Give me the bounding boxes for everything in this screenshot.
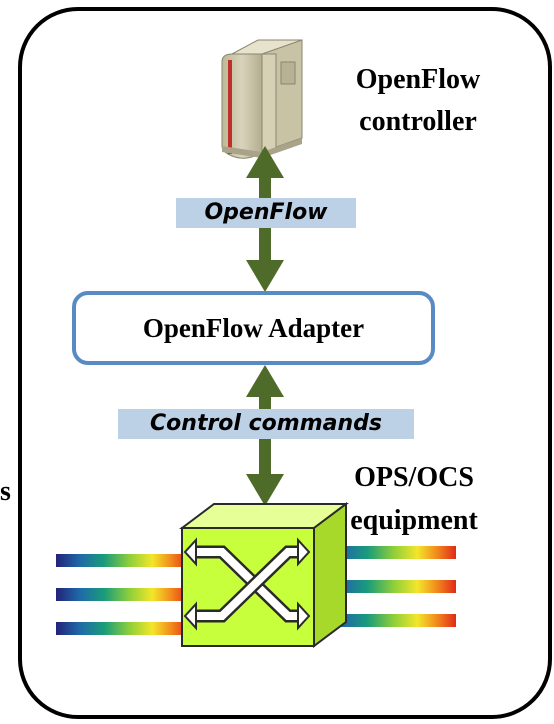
optical-switch-icon	[179, 502, 349, 648]
control-tag-background	[118, 409, 414, 439]
controller-label-line1: OpenFlow	[355, 64, 481, 95]
output-fibers	[318, 546, 456, 627]
openflow-adapter-label: OpenFlow Adapter	[142, 312, 365, 343]
input-fibers	[56, 554, 190, 635]
openflow-tag-background	[176, 198, 356, 228]
controller-label-line2: controller	[359, 106, 477, 137]
equipment-label-line2: equipment	[350, 505, 478, 536]
openflow-tag: OpenFlow	[204, 200, 328, 225]
equipment-label-line1: OPS/OCS	[354, 462, 474, 493]
server-icon	[221, 39, 303, 159]
control-commands-tag: Control commands	[150, 411, 382, 436]
openflow-adapter-box: OpenFlow Adapter	[72, 291, 435, 365]
side-text-fragment: s	[0, 476, 11, 507]
